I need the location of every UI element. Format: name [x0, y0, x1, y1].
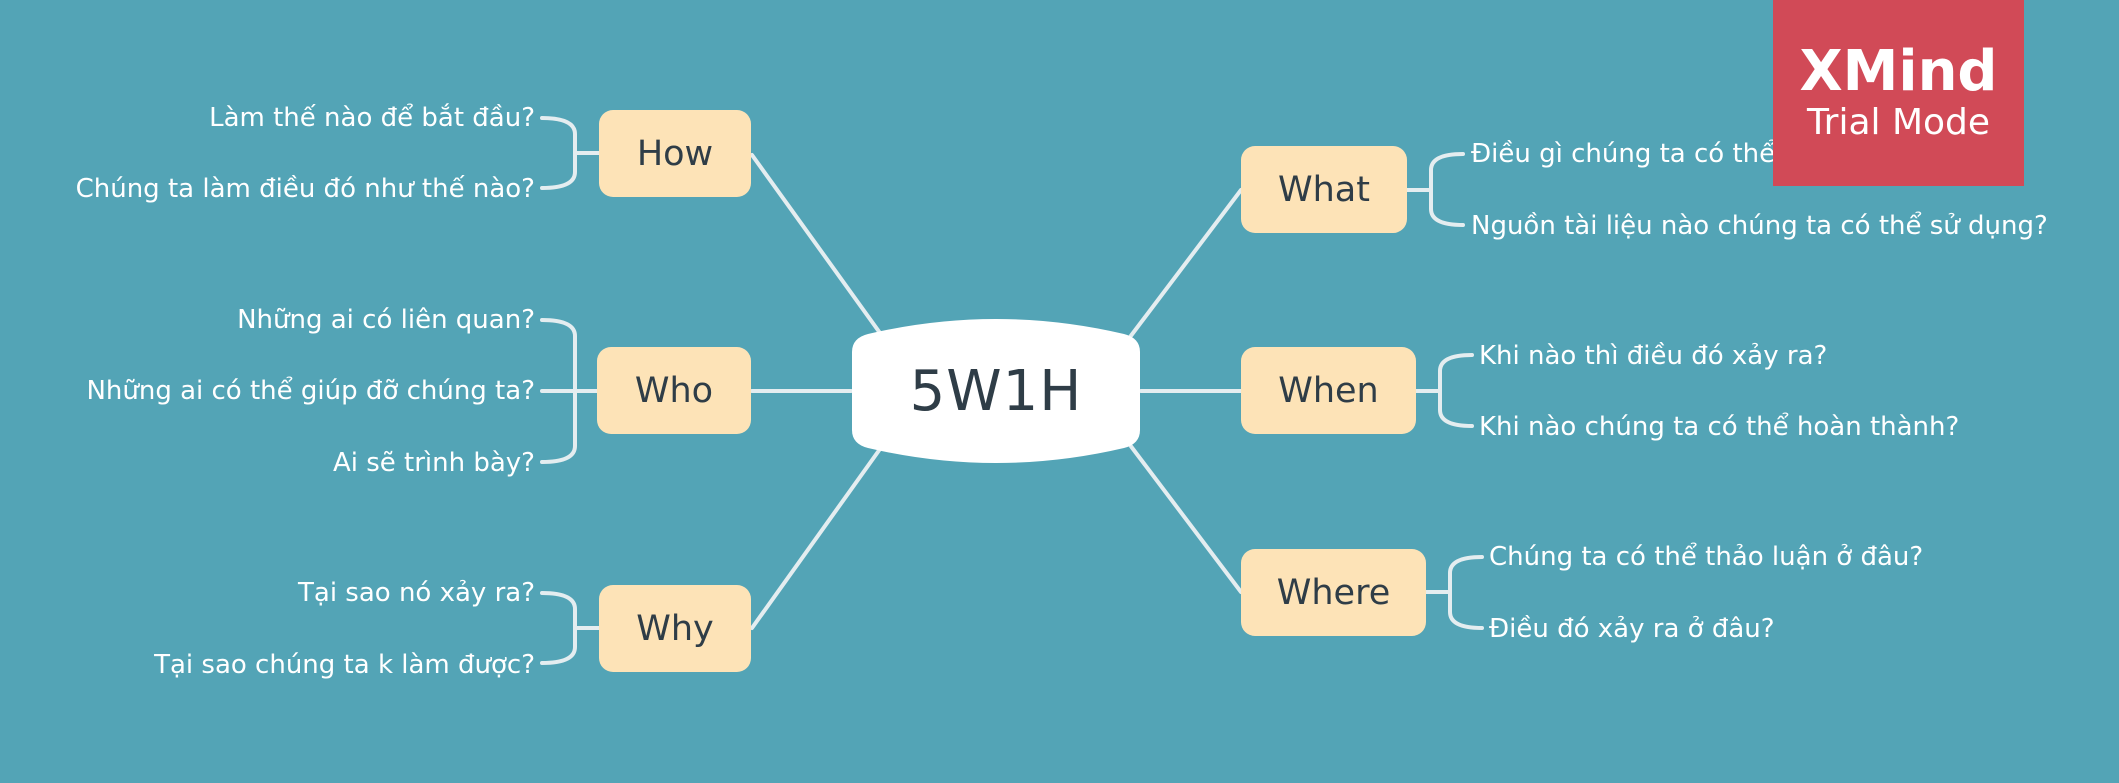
- topic-what-label: What: [1278, 169, 1370, 210]
- subtopic-when-1[interactable]: Khi nào thì điều đó xảy ra?: [1479, 341, 1828, 371]
- topic-where-label: Where: [1276, 572, 1391, 613]
- badge-brand: XMind: [1799, 39, 1998, 104]
- subtopic-how-2[interactable]: Chúng ta làm điều đó như thế nào?: [75, 174, 535, 204]
- topic-why-label: Why: [636, 608, 714, 649]
- subtopic-what-2[interactable]: Nguồn tài liệu nào chúng ta có thể sử dụ…: [1471, 211, 2048, 241]
- subtopic-why-2[interactable]: Tại sao chúng ta k làm được?: [154, 650, 535, 680]
- subtopic-why-1[interactable]: Tại sao nó xảy ra?: [298, 578, 535, 608]
- topic-who-label: Who: [634, 370, 714, 411]
- subtopic-who-3[interactable]: Ai sẽ trình bày?: [332, 448, 535, 478]
- topic-when[interactable]: When: [1241, 347, 1416, 434]
- link-why: [750, 447, 882, 630]
- central-topic[interactable]: 5W1H: [850, 318, 1142, 464]
- bracket-what: [1405, 152, 1465, 227]
- topic-why[interactable]: Why: [599, 585, 751, 672]
- topic-who[interactable]: Who: [597, 347, 751, 434]
- trial-mode-badge: XMind Trial Mode: [1773, 0, 2024, 186]
- bracket-who: [540, 318, 601, 464]
- badge-mode: Trial Mode: [1806, 102, 1991, 143]
- subtopic-who-1[interactable]: Những ai có liên quan?: [237, 305, 535, 335]
- bracket-where: [1424, 555, 1484, 630]
- topic-how-label: How: [636, 133, 714, 174]
- subtopic-when-2[interactable]: Khi nào chúng ta có thể hoàn thành?: [1479, 412, 1960, 442]
- central-topic-shape: [852, 319, 1140, 463]
- bracket-why: [540, 591, 601, 665]
- subtopic-where-2[interactable]: Điều đó xảy ra ở đâu?: [1489, 614, 1775, 644]
- link-where: [1128, 443, 1243, 594]
- central-topic-label: 5W1H: [909, 358, 1083, 424]
- topic-how[interactable]: How: [599, 110, 751, 197]
- subtopic-where-1[interactable]: Chúng ta có thể thảo luận ở đâu?: [1489, 542, 1924, 572]
- topic-what[interactable]: What: [1241, 146, 1407, 233]
- subtopic-who-2[interactable]: Những ai có thể giúp đỡ chúng ta?: [86, 376, 535, 406]
- bracket-how: [540, 116, 601, 190]
- bracket-when: [1414, 353, 1474, 428]
- link-what: [1128, 188, 1243, 339]
- subtopic-how-1[interactable]: Làm thế nào để bắt đầu?: [209, 103, 535, 133]
- topic-where[interactable]: Where: [1241, 549, 1426, 636]
- link-how: [750, 153, 882, 335]
- topic-when-label: When: [1278, 370, 1379, 411]
